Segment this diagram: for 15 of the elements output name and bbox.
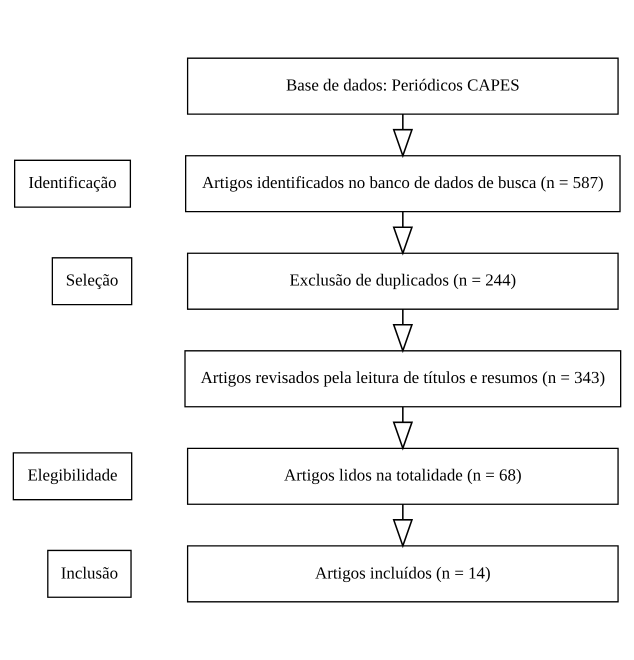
node-box: Artigos lidos na totalidade (n = 68) <box>186 448 619 505</box>
arrow <box>392 114 414 158</box>
node-box: Base de dados: Periódicos CAPES <box>186 58 619 115</box>
arrow <box>392 309 414 354</box>
arrow <box>392 504 414 548</box>
arrow <box>392 407 414 451</box>
arrow <box>392 212 414 256</box>
node-box: Artigos identificados no banco de dados de busca (n = 587) <box>185 155 621 212</box>
node-box: Artigos incluídos (n = 14) <box>186 545 619 602</box>
node-box: Elegibilidade <box>12 452 132 500</box>
node-box: Exclusão de duplicados (n = 244) <box>186 252 619 310</box>
node-box: Identificação <box>14 160 132 208</box>
node-box: Inclusão <box>47 550 132 598</box>
node-box: Artigos revisados pela leitura de títulos e resumos (n = 343) <box>184 350 622 408</box>
node-box: Seleção <box>52 257 132 306</box>
